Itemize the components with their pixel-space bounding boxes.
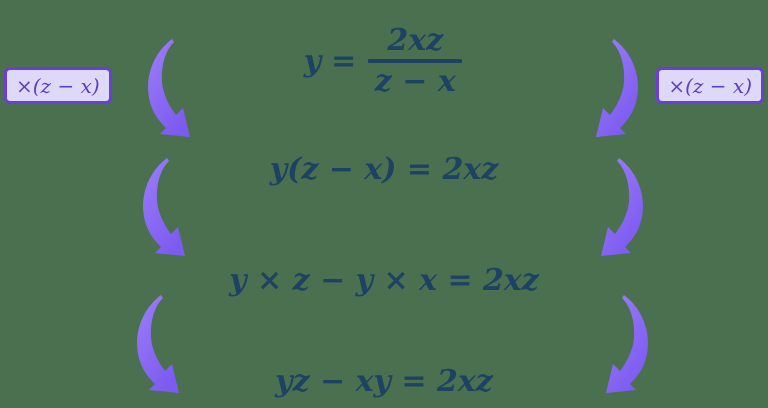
operation-label-right: ×(z − x): [656, 67, 764, 104]
curved-arrow-down-icon: [148, 39, 190, 137]
curved-arrow-down-icon: [601, 158, 643, 256]
equation-step-4: yz − xy = 2xz: [275, 364, 493, 399]
fraction-numerator: 2xz: [387, 23, 444, 58]
fraction-2xz-over-z-minus-x: 2xz z − x: [368, 23, 463, 99]
curved-arrow-down-icon: [143, 158, 185, 256]
fraction-denominator: z − x: [374, 64, 456, 99]
equation-step-1: y = 2xz z − x: [0, 26, 768, 97]
equation-1-lhs: y: [303, 43, 322, 79]
operation-label-left-text: ×(z − x): [16, 73, 100, 98]
curved-arrow-down-icon: [137, 295, 179, 393]
curved-arrow-down-icon: [606, 295, 648, 393]
operation-label-right-text: ×(z − x): [668, 73, 752, 98]
equation-1-equals: =: [331, 43, 357, 79]
equation-step-3: y × z − y × x = 2xz: [229, 263, 539, 298]
fraction-bar: [368, 59, 463, 63]
equation-step-1-inline: y = 2xz z − x: [304, 26, 465, 97]
operation-label-left: ×(z − x): [4, 67, 112, 104]
curved-arrow-down-icon: [596, 39, 638, 137]
equation-step-2: y(z − x) = 2xz: [269, 152, 499, 187]
